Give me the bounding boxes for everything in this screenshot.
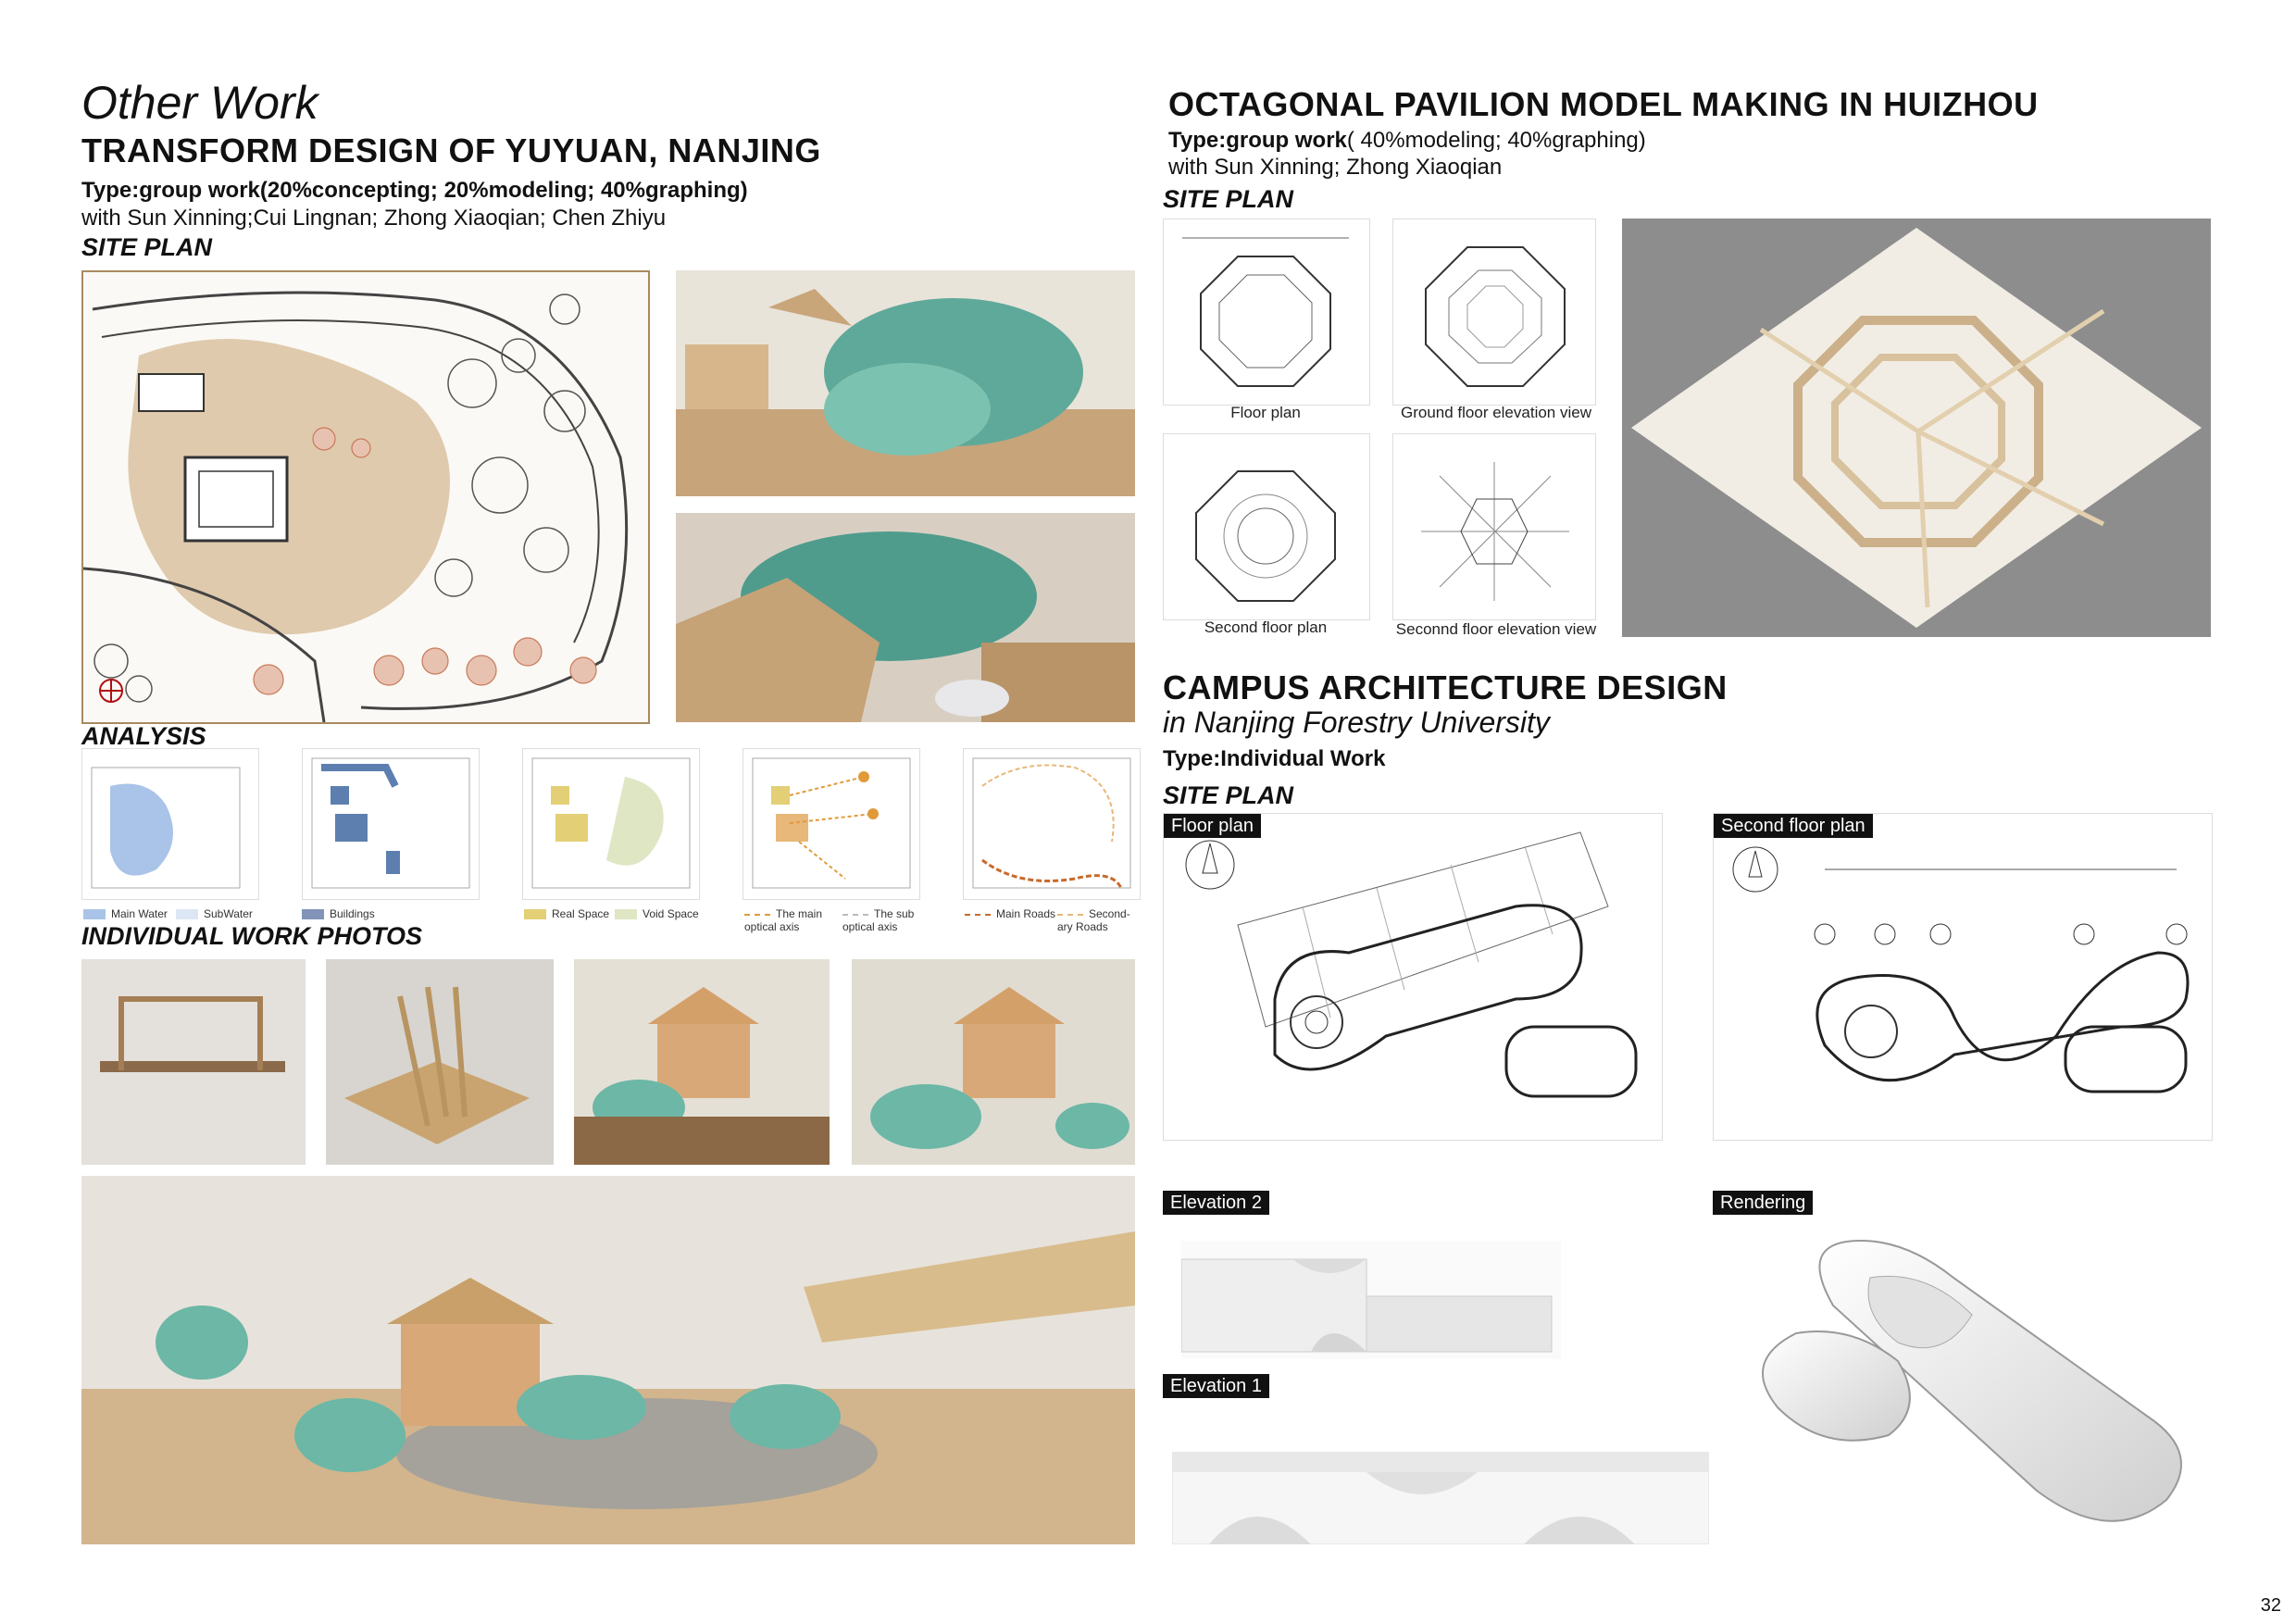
yuyuan-collaborators: with Sun Xinning;Cui Lingnan; Zhong Xiao… <box>81 206 667 231</box>
legend-main-water: Main Water <box>83 907 168 920</box>
analysis-axis-map <box>742 748 920 900</box>
pavilion-ground-elevation <box>1392 219 1596 406</box>
pavilion-second-elevation <box>1392 433 1596 620</box>
legend-secondary-roads-line <box>1057 913 1083 916</box>
campus-rendering <box>1741 1222 2203 1546</box>
yuyuan-model-panorama <box>81 1176 1135 1544</box>
legend-main-axis: The main optical axis <box>744 907 823 933</box>
pavilion-second-floor-plan <box>1163 433 1370 620</box>
work-photo-1 <box>81 959 306 1165</box>
legend-main-water-swatch <box>83 909 106 920</box>
pavilion-model-photo <box>1622 219 2211 637</box>
legend-void-space: Void Space <box>615 907 699 920</box>
legend-real-space: Real Space <box>524 907 609 920</box>
legend-buildings: Buildings <box>302 907 375 920</box>
campus-title: CAMPUS ARCHITECTURE DESIGN <box>1163 668 1728 706</box>
analysis-water-map <box>81 748 259 900</box>
legend-void-space-swatch <box>615 909 637 920</box>
legend-sub-water: SubWater <box>176 907 253 920</box>
yuyuan-type: Type:group work(20%concepting; 20%modeli… <box>81 178 748 203</box>
pavilion-type: Type:group work( 40%modeling; 40%graphin… <box>1168 128 1646 153</box>
campus-subtitle: in Nanjing Forestry University <box>1163 706 1550 739</box>
campus-elevation2-tag: Elevation 2 <box>1163 1191 1269 1215</box>
analysis-roads-map <box>963 748 1141 900</box>
analysis-label: ANALYSIS <box>81 722 206 750</box>
pavilion-ground-elevation-caption: Ground floor elevation view <box>1400 404 1591 421</box>
section-heading: Other Work <box>81 77 318 129</box>
campus-type: Type:Individual Work <box>1163 746 1386 771</box>
legend-main-roads: Main Roads <box>965 907 1055 920</box>
campus-rendering-tag: Rendering <box>1713 1191 1814 1215</box>
legend-main-roads-line <box>965 913 991 916</box>
work-photo-4 <box>852 959 1135 1165</box>
pavilion-floor-plan-caption: Floor plan <box>1230 404 1301 421</box>
pavilion-second-elevation-caption: Seconnd floor elevation view <box>1395 620 1597 638</box>
pavilion-floor-plan <box>1163 219 1370 406</box>
campus-elevation1-tag: Elevation 1 <box>1163 1374 1269 1398</box>
pavilion-second-floor-caption: Second floor plan <box>1204 618 1328 636</box>
campus-floor-plan: Floor plan <box>1163 813 1663 1141</box>
individual-photos-label: INDIVIDUAL WORK PHOTOS <box>81 922 423 950</box>
campus-site-plan-label: SITE PLAN <box>1163 781 1294 809</box>
work-photo-3 <box>574 959 830 1165</box>
legend-real-space-swatch <box>524 909 546 920</box>
campus-second-floor-tag: Second floor plan <box>1714 814 1873 838</box>
yuyuan-model-photo-2 <box>676 513 1135 722</box>
legend-main-axis-line <box>744 913 770 916</box>
yuyuan-title: TRANSFORM DESIGN OF YUYUAN, NANJING <box>81 131 821 169</box>
analysis-space-map <box>522 748 700 900</box>
yuyuan-model-photo-1 <box>676 270 1135 496</box>
page-number: 32 <box>2260 1595 2281 1616</box>
site-plan-drawing <box>82 272 648 723</box>
campus-floor-plan-tag: Floor plan <box>1164 814 1261 838</box>
campus-elevation1-drawing <box>1171 1451 1710 1545</box>
work-photo-2 <box>326 959 554 1165</box>
campus-second-floor-plan: Second floor plan <box>1713 813 2213 1141</box>
analysis-buildings-map <box>302 748 480 900</box>
pavilion-collaborators: with Sun Xinning; Zhong Xiaoqian <box>1168 155 1503 180</box>
pavilion-site-plan-label: SITE PLAN <box>1163 185 1294 213</box>
legend-sub-axis: The sub optical axis <box>842 907 915 933</box>
yuyuan-site-plan-label: SITE PLAN <box>81 233 213 261</box>
campus-elevation2-drawing <box>1180 1241 1561 1359</box>
yuyuan-site-plan <box>81 270 650 724</box>
legend-buildings-swatch <box>302 909 324 920</box>
legend-sub-water-swatch <box>176 909 198 920</box>
legend-secondary-roads: Second-ary Roads <box>1057 907 1130 933</box>
pavilion-title: OCTAGONAL PAVILION MODEL MAKING IN HUIZH… <box>1168 85 2039 123</box>
legend-sub-axis-line <box>842 913 868 916</box>
